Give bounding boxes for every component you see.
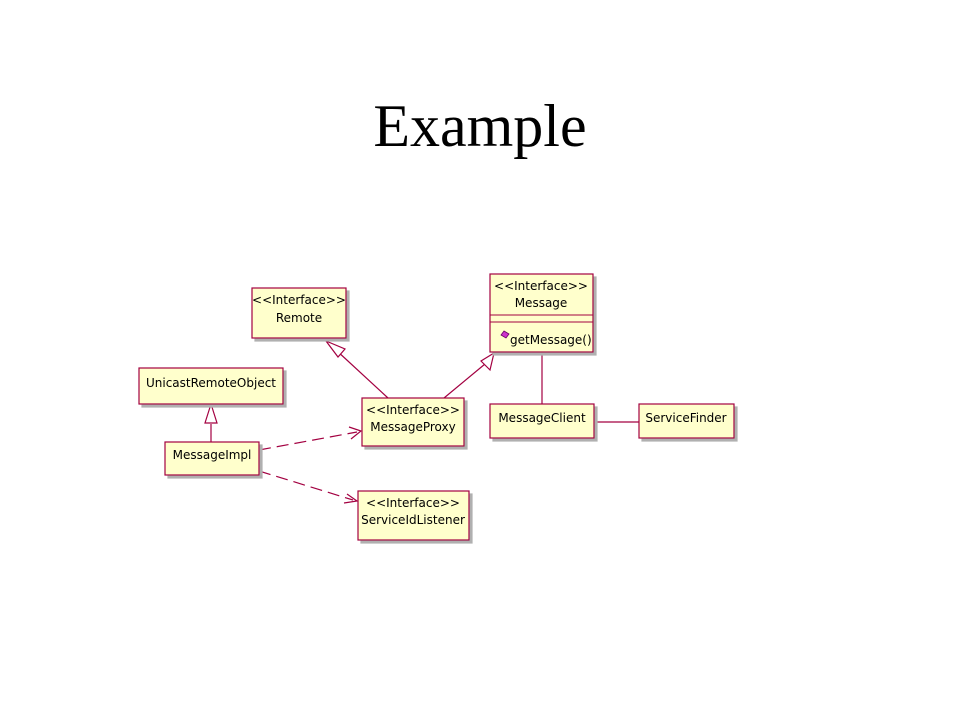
service-id-listener-stereotype: <<Interface>> — [366, 496, 460, 510]
generalization-proxy-remote — [335, 349, 389, 399]
remote-stereotype: <<Interface>> — [252, 293, 346, 307]
realization-arrowhead-proxy — [348, 426, 363, 440]
class-box-message-proxy[interactable]: <<Interface>> MessageProxy — [361, 397, 465, 447]
class-box-message[interactable]: <<Interface>> Message getMessage() — [489, 273, 594, 353]
generalization-arrowhead-remote — [324, 339, 346, 358]
class-box-unicast-remote-object[interactable]: UnicastRemoteObject — [138, 367, 284, 405]
message-proxy-stereotype: <<Interface>> — [366, 403, 460, 417]
message-stereotype: <<Interface>> — [494, 279, 588, 293]
message-operation: getMessage() — [510, 333, 592, 347]
class-box-service-finder[interactable]: ServiceFinder — [638, 403, 735, 439]
relationship-lines — [204, 339, 639, 504]
message-client-name: MessageClient — [498, 411, 586, 425]
message-impl-name: MessageImpl — [173, 448, 252, 462]
public-operation-icon — [500, 330, 510, 339]
generalization-arrowhead-message — [480, 351, 495, 372]
class-box-service-id-listener[interactable]: <<Interface>> ServiceIdListener — [357, 490, 470, 541]
class-box-message-client[interactable]: MessageClient — [489, 403, 595, 439]
class-box-remote[interactable]: <<Interface>> Remote — [251, 287, 347, 339]
class-box-message-impl[interactable]: MessageImpl — [164, 441, 260, 476]
service-id-listener-name: ServiceIdListener — [361, 513, 465, 527]
remote-name: Remote — [276, 311, 322, 325]
unicast-remote-object-name: UnicastRemoteObject — [146, 376, 276, 390]
realization-impl-proxy — [258, 431, 358, 451]
service-finder-name: ServiceFinder — [645, 411, 726, 425]
generalization-proxy-message — [443, 363, 486, 399]
message-proxy-name: MessageProxy — [370, 420, 455, 434]
realization-arrowhead-listener — [343, 493, 359, 504]
slide-title: Example — [373, 93, 587, 159]
message-name: Message — [515, 296, 568, 310]
realization-impl-listener — [258, 470, 354, 501]
generalization-arrowhead-unicast — [204, 402, 218, 424]
